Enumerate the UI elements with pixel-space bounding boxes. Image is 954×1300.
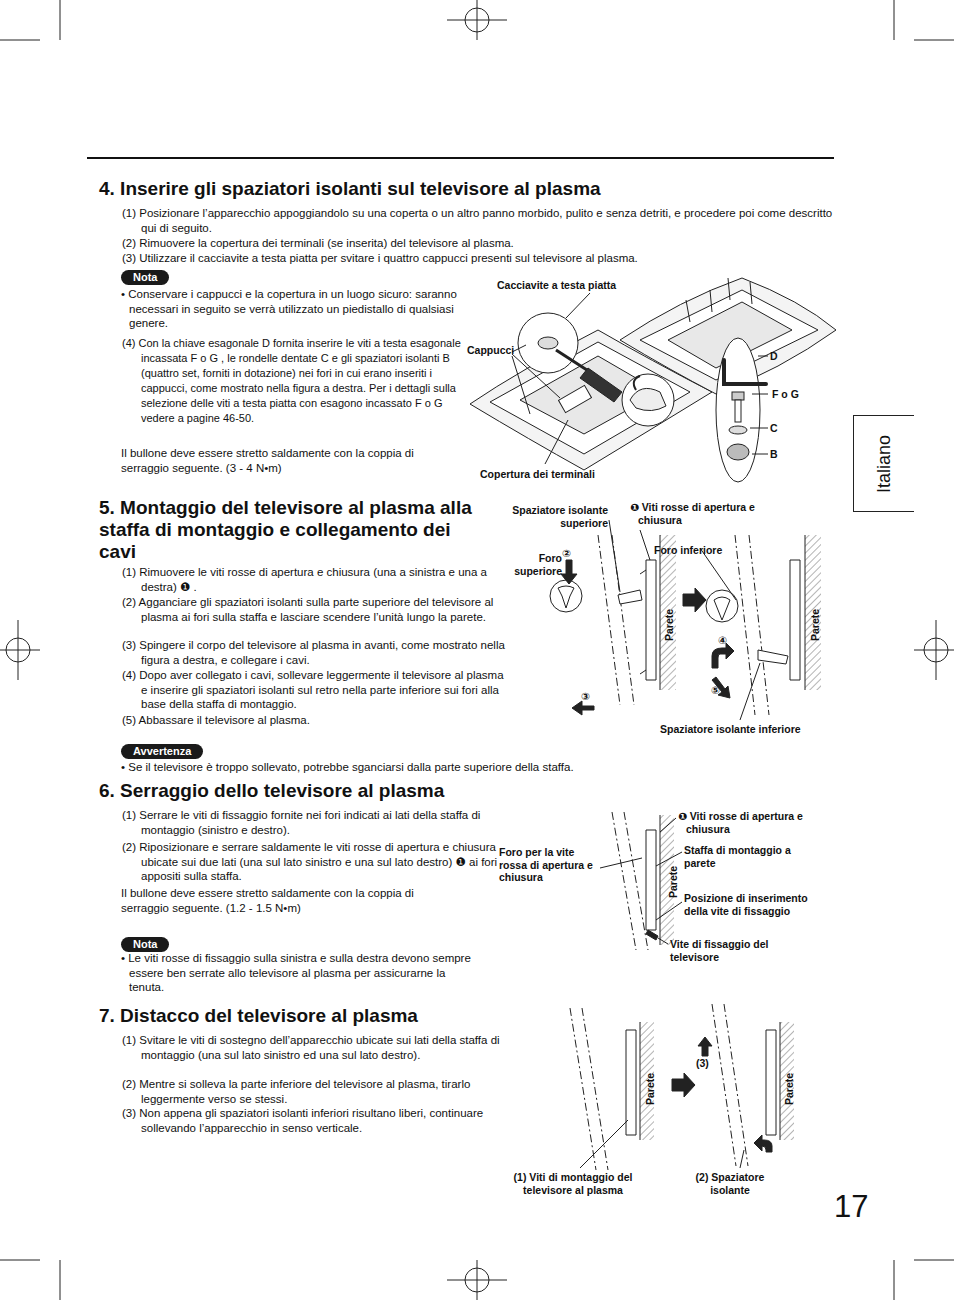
body-text: Il bullone deve essere stretto saldament… <box>121 886 451 915</box>
figure-label: ② <box>562 547 578 560</box>
section-heading: 4. Inserire gli spaziatori isolanti sul … <box>99 178 839 200</box>
body-text: (2) Riposizionare e serrare saldamente l… <box>122 840 513 884</box>
body-text: (1) Posizionare l’apparecchio appoggiand… <box>122 206 841 235</box>
figure-label: Foro per la vite rossa di apertura e chi… <box>499 846 601 884</box>
body-text: (1) Svitare le viti di sostegno dell’app… <box>122 1033 501 1062</box>
section-heading: 5. Montaggio del televisore al plasma al… <box>99 497 479 563</box>
body-text: (5) Abbassare il televisore al plasma. <box>122 713 513 728</box>
language-tab: Italiano <box>853 415 914 512</box>
figure-label: ⑤ <box>711 684 727 697</box>
figure-label: F o G <box>772 388 812 401</box>
figure-label: Posizione di inserimento della vite di f… <box>684 892 814 917</box>
figure-label: D <box>770 350 790 363</box>
figure-7 <box>570 1004 794 1170</box>
body-text: • Le viti rosse di fissaggio sulla sinis… <box>121 951 474 995</box>
figure-label: Cappucci <box>467 344 517 357</box>
figure-label: C <box>770 422 790 435</box>
figure-label: Parete <box>809 609 822 641</box>
body-text: (2) Agganciare gli spaziatori isolanti s… <box>122 595 513 624</box>
note-badge: Nota <box>121 937 169 952</box>
figure-label: Foro inferiore <box>654 544 734 557</box>
tab-label: Italiano <box>874 434 895 492</box>
figure-6 <box>600 812 682 950</box>
figure-label: Parete <box>667 866 680 898</box>
badge-label: Nota <box>133 938 157 950</box>
body-text: • Conservare i cappucci e la copertura i… <box>121 287 469 331</box>
figure-label: Staffa di montaggio a parete <box>684 844 814 869</box>
body-text: (4) Con la chiave esagonale D fornita in… <box>122 336 476 426</box>
figure-label: ❶ Viti rosse di apertura e chiusura <box>678 810 826 835</box>
figure-4 <box>470 278 836 482</box>
section-heading: 7. Distacco del televisore al plasma <box>99 1005 699 1027</box>
figure-label: ④ <box>718 634 734 647</box>
badge-label: Nota <box>133 271 157 283</box>
body-text: (1) Rimuovere le viti rosse di apertura … <box>122 565 513 594</box>
body-text: (2) Rimuovere la copertura dei terminali… <box>122 236 841 251</box>
figure-label: B <box>770 448 790 461</box>
body-text: (3) Spingere il corpo del televisore al … <box>122 638 513 667</box>
body-text: (2) Mentre si solleva la parte inferiore… <box>122 1077 501 1106</box>
top-rule <box>87 157 834 159</box>
figure-label: ❶ Viti rosse di apertura e chiusura <box>630 501 798 526</box>
body-text: (3) Non appena gli spaziatori isolanti i… <box>122 1106 501 1135</box>
figure-label: (1) Viti di montaggio del televisore al … <box>496 1171 650 1196</box>
figure-label: Cacciavite a testa piatta <box>497 279 637 292</box>
note-badge: Nota <box>121 270 169 285</box>
figure-label: Parete <box>644 1073 657 1105</box>
note-badge: Avvertenza <box>121 744 203 759</box>
body-text: Il bullone deve essere stretto saldament… <box>121 446 451 475</box>
figure-label: Copertura dei terminali <box>480 468 620 481</box>
body-text: (3) Utilizzare il cacciavite a testa pia… <box>122 251 841 266</box>
section-heading: 6. Serraggio dello televisore al plasma <box>99 780 699 802</box>
body-text: (1) Serrare le viti di fissaggio fornite… <box>122 808 493 837</box>
badge-label: Avvertenza <box>133 745 191 757</box>
figure-label: Spaziatore isolante inferiore <box>660 723 830 736</box>
figure-label: Parete <box>663 609 676 641</box>
figure-label: Vite di fissaggio del televisore <box>670 938 790 963</box>
page-number: 17 <box>834 1190 884 1224</box>
figure-label: (2) Spaziatore isolante <box>680 1171 780 1196</box>
figure-label: Foro superiore <box>496 552 562 577</box>
body-text: (4) Dopo aver collegato i cavi, sollevar… <box>122 668 513 712</box>
figure-label: (3) <box>696 1057 720 1070</box>
figure-label: ③ <box>581 690 597 703</box>
figure-label: Parete <box>783 1073 796 1105</box>
figure-5 <box>550 520 821 720</box>
body-text: • Se il televisore è troppo sollevato, p… <box>121 760 749 775</box>
figure-label: Spaziatore isolante superiore <box>496 504 608 529</box>
